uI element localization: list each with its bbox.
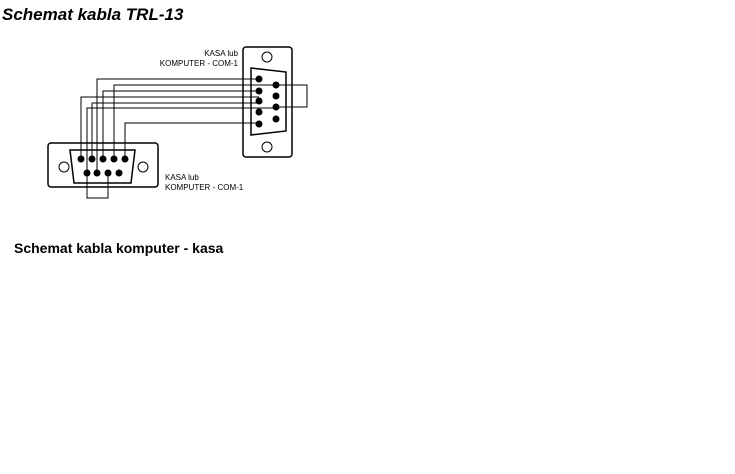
- page-title: Schemat kabla TRL-13: [2, 5, 184, 24]
- connector-bottom-label-line2: KOMPUTER - COM-1: [165, 183, 244, 192]
- db9-connector-vertical: [242, 46, 293, 158]
- section-subtitle: Schemat kabla komputer - kasa: [14, 240, 224, 256]
- wires: [80, 78, 308, 199]
- connector-top-label-line1: KASA lub: [204, 49, 238, 58]
- connector-bottom-label: KASA lub KOMPUTER - COM-1: [165, 173, 243, 193]
- connector-bottom-label-line1: KASA lub: [165, 173, 199, 182]
- connector-top-label: KASA lub KOMPUTER - COM-1: [150, 49, 238, 69]
- connector-top-label-line2: KOMPUTER - COM-1: [159, 59, 238, 68]
